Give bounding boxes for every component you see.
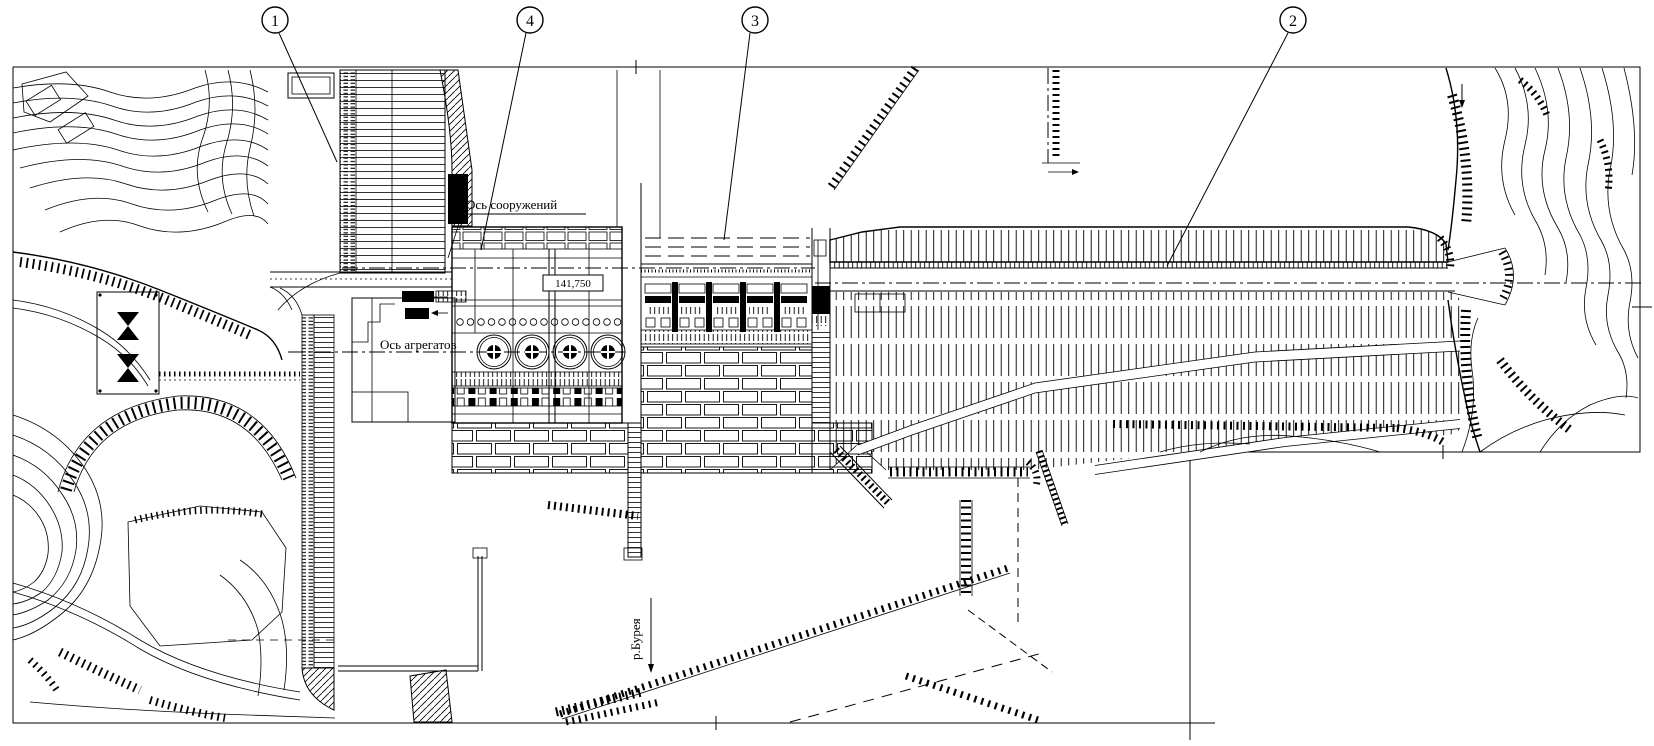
switchyard (96, 291, 300, 395)
spillway-gates (644, 283, 808, 328)
gate-hoists (456, 318, 622, 326)
spillway-piers (672, 282, 780, 332)
turbine-units (476, 334, 626, 370)
downstream-berm (1112, 420, 1449, 448)
rockfill-dam (829, 226, 1461, 475)
flow-arrow (1459, 100, 1465, 108)
tailrace-left-wall (279, 287, 488, 723)
turbine-unit (514, 334, 550, 370)
callout-3: 3 (723, 6, 769, 241)
transformer-icon (117, 312, 139, 340)
spillway (640, 237, 813, 348)
upstream-cofferdams (826, 65, 1080, 191)
downstream-shell (829, 292, 1461, 475)
callout-3-number: 3 (751, 13, 759, 30)
callout-2: 2 (1166, 6, 1307, 267)
callout-2-number: 2 (1289, 13, 1297, 30)
left-bank-topography (12, 69, 336, 722)
service-bay (351, 297, 456, 423)
river-label-group: р.Бурея (628, 598, 654, 673)
flow-arrow (648, 664, 654, 673)
callout-1-number: 1 (271, 13, 279, 30)
tailrace-structures (554, 445, 1069, 726)
axis-structures-label: Ось сооружений (466, 197, 557, 212)
intake-service-blocks (402, 290, 467, 319)
river-label: р.Бурея (628, 618, 643, 660)
crest-elevation-box: 141,750 (542, 274, 604, 292)
crest-building (287, 72, 335, 99)
drawing-border (12, 60, 1652, 740)
flow-arrow-top-right (1459, 84, 1465, 108)
right-bank-topography (1159, 67, 1639, 453)
turbine-unit (476, 334, 512, 370)
crest-road (830, 267, 1455, 292)
intake-guide-wall (439, 69, 661, 264)
left-dam-section (277, 69, 446, 311)
crest-elevation-label: 141,750 (555, 278, 591, 290)
flow-arrow (1072, 169, 1079, 175)
turbine-unit (552, 334, 588, 370)
crest-road (269, 271, 452, 311)
callout-1: 1 (261, 6, 338, 163)
excavation-pit (57, 395, 297, 647)
turbine-unit (590, 334, 626, 370)
callout-4-number: 4 (526, 13, 534, 30)
upstream-shell (829, 226, 1455, 269)
flow-arrow (431, 310, 438, 316)
powerhouse: 141,750 (402, 226, 626, 424)
axis-units-label: Ось агрегатов (380, 337, 457, 352)
divider-wall (623, 422, 643, 561)
transformer-icon (117, 354, 139, 382)
